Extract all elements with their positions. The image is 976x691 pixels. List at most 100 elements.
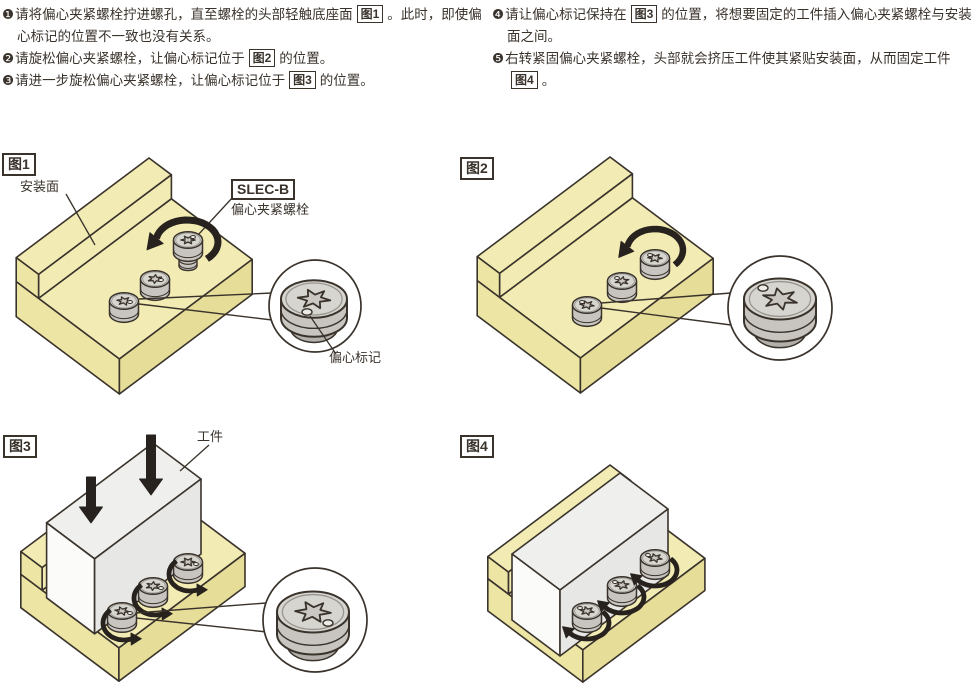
magnifier-line [600, 307, 732, 326]
instruction-5: ❺右转紧固偏心夹紧螺栓，头部就会挤压工件使其紧贴安装面，从而固定工件图4。 [492, 48, 974, 92]
eccentric-mark-dot [645, 553, 651, 557]
magnifier-line [135, 617, 268, 633]
loosen-rotation-arrow [146, 216, 222, 262]
arrow-head [618, 240, 635, 258]
clamp-bolt [106, 601, 138, 634]
figure-2-title: 图2 [460, 157, 494, 180]
eccentric-mark-label: 偏心标记 [329, 350, 382, 365]
instructions-left: ❶请将偏心夹紧螺栓拧进螺孔，直至螺栓的头部轻触底座面图1。此时，即使偏心标记的位… [2, 4, 482, 92]
step-2-text-tail: 的位置。 [279, 51, 334, 66]
eccentric-mark-dot [127, 300, 133, 304]
torx-recess [762, 287, 798, 311]
base-block [476, 156, 715, 394]
torx-recess [116, 296, 132, 306]
clamp-bolt [172, 552, 204, 585]
clamp-bolt [571, 601, 603, 634]
step-3-bullet: ❸ [2, 73, 15, 88]
figure-3-ref-2: 图3 [630, 5, 658, 23]
figure-1-ref: 图1 [356, 5, 384, 23]
base-right-face [579, 257, 715, 394]
magnifier-line [135, 602, 267, 614]
clamp-bolt-magnified [743, 277, 817, 349]
step-3-text-tail: 的位置。 [319, 73, 374, 88]
arrow-head [630, 573, 643, 586]
figure-1-panel: 图1 安装面 SLEC-B 偏心夹紧螺栓 偏心标记 [0, 150, 470, 414]
arrow-shape [139, 434, 163, 496]
figure-3-panel: 图3 工件 [0, 415, 460, 691]
instruction-1: ❶请将偏心夹紧螺栓拧进螺孔，直至螺栓的头部轻触底座面图1。此时，即使偏心标记的位… [2, 4, 482, 48]
base-right-face [118, 258, 253, 395]
eccentric-mark-dot [127, 611, 133, 615]
torx-recess [147, 274, 163, 284]
part-code-label: SLEC-B [231, 179, 296, 200]
clamp-bolt [639, 248, 671, 281]
figure-2-drawing [476, 156, 833, 394]
eccentric-mark-dot [579, 300, 585, 304]
eccentric-mark-dot [301, 308, 313, 316]
workpiece-side [93, 478, 202, 635]
torx-recess [647, 553, 663, 563]
eccentric-mark-dot [190, 235, 196, 239]
step-1-bullet: ❶ [2, 7, 15, 22]
arrow-head [196, 583, 208, 597]
base-right-face [582, 557, 706, 683]
torx-recess [294, 601, 332, 623]
eccentric-mark-dot [158, 586, 164, 590]
loosen-rotation-arrow [100, 608, 142, 646]
clamp-bolt-magnified [280, 279, 348, 344]
eccentric-mark-dot [193, 562, 199, 566]
figure-1-drawing [15, 157, 362, 395]
tighten-rotation-arrow [562, 609, 612, 642]
clamp-bolt [108, 291, 140, 324]
figure-3-drawing [19, 434, 368, 683]
clamp-bolt [639, 548, 671, 581]
step-5-text-tail: 。 [541, 73, 556, 88]
figure-3-ref: 图3 [289, 71, 316, 89]
step-1-text-tail: 。此时，即使偏心标记的位置不一致也没有关系。 [17, 7, 482, 44]
figure-2-panel: 图2 [455, 150, 976, 414]
clamp-bolt [137, 576, 169, 609]
torx-recess [296, 288, 332, 310]
torx-recess [114, 606, 130, 616]
press-down-arrow [79, 476, 103, 524]
figure-2-ref: 图2 [248, 49, 276, 67]
figure-4-ref: 图4 [511, 71, 538, 89]
arrow-shape [79, 476, 103, 524]
step-5-bullet: ❺ [492, 51, 505, 66]
loosen-rotation-arrow [166, 559, 208, 597]
arrow-head [597, 600, 610, 613]
step-4-text-tail: 的位置，将想要固定的工件插入偏心夹紧螺栓与安装面之间。 [507, 7, 972, 44]
clamp-bolt [606, 271, 638, 304]
step-2-bullet: ❷ [2, 51, 15, 66]
figure-1-title: 图1 [2, 153, 36, 176]
clamp-bolt-magnified [276, 590, 350, 662]
magnifier-line [138, 303, 273, 321]
eccentric-mark-dot [158, 278, 164, 282]
eccentric-mark-dot [577, 606, 583, 610]
step-5-text: 右转紧固偏心夹紧螺栓，头部就会挤压工件使其紧贴安装面，从而固定工件 [505, 51, 951, 66]
workpiece [45, 442, 202, 635]
clamp-bolt-raised [172, 230, 204, 272]
torx-recess [180, 557, 196, 567]
step-2-text: 请旋松偏心夹紧螺栓，让偏心标记位于 [15, 51, 245, 66]
torx-recess [180, 235, 196, 245]
eccentric-mark-dot [612, 580, 618, 584]
workpiece-leader [179, 444, 210, 472]
figure-4-drawing [486, 464, 706, 683]
arrow-head [146, 232, 164, 251]
eccentric-mark-dot [757, 284, 769, 292]
step-1-text: 请将偏心夹紧螺栓拧进螺孔，直至螺栓的头部轻触底座面 [15, 7, 353, 22]
tighten-rotation-arrow [630, 556, 680, 589]
torx-recess [579, 300, 595, 310]
figure-4-panel: 图4 [455, 415, 976, 691]
eccentric-mark-dot [647, 253, 653, 257]
torx-recess [145, 581, 161, 591]
clamp-bolt [571, 295, 603, 328]
workpiece-label: 工件 [197, 429, 224, 444]
loosen-rotation-arrow [618, 225, 687, 268]
figure-3-title: 图3 [3, 435, 37, 458]
mounting-surface-label: 安装面 [20, 179, 60, 194]
magnifier-line [138, 292, 273, 300]
